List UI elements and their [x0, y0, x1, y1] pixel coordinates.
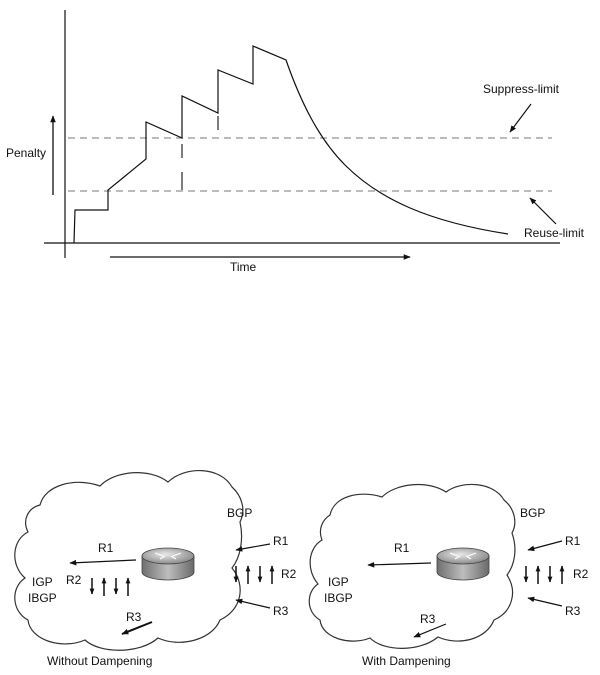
r2-inner-label: R2 — [66, 573, 82, 587]
r3-outer-arrow — [235, 598, 271, 609]
bgp-label: BGP — [520, 506, 545, 520]
r3-outer-label: R3 — [565, 604, 581, 618]
r1-outer-arrow — [527, 540, 563, 552]
r3-outer-arrow — [527, 596, 563, 607]
r2-outer-label: R2 — [281, 567, 297, 581]
without-dampening-diagram: BGP R1 R2 R3 R1 R2 IGP IBGP R3 Without D… — [14, 470, 297, 668]
ibgp-label: IBGP — [28, 591, 57, 605]
router-icon — [436, 547, 490, 581]
bgp-label: BGP — [227, 506, 252, 520]
network-cloud — [308, 483, 516, 649]
penalty-curve — [73, 45, 509, 244]
r1-inner-label: R1 — [98, 541, 114, 555]
r1-outer-label: R1 — [565, 534, 581, 548]
r3-inner-arrow — [413, 623, 447, 638]
igp-label: IGP — [328, 575, 349, 589]
r1-outer-label: R1 — [273, 534, 289, 548]
r3-inner-label: R3 — [126, 610, 142, 624]
r1-inner-arrow — [69, 559, 137, 566]
ibgp-label: IBGP — [324, 591, 353, 605]
r3-outer-label: R3 — [273, 604, 289, 618]
penalty-label: Penalty — [6, 146, 46, 160]
r1-inner-label: R1 — [394, 541, 410, 555]
router-icon — [141, 547, 195, 581]
penalty-diagram: Penalty Time Suppress-limit Reuse-limit — [6, 10, 585, 274]
suppress-limit-label: Suppress-limit — [483, 82, 560, 96]
reuse-limit-pointer — [529, 197, 557, 225]
time-label: Time — [230, 260, 257, 274]
with-dampening-diagram: BGP R1 R2 R3 R1 IGP IBGP R3 With Dampeni… — [308, 483, 589, 668]
suppress-limit-pointer — [509, 103, 532, 133]
r1-inner-arrow — [367, 562, 432, 568]
caption-with-dampening: With Dampening — [362, 654, 451, 668]
r3-inner-label: R3 — [420, 612, 436, 626]
reuse-limit-label: Reuse-limit — [524, 226, 585, 240]
r1-outer-arrow — [235, 543, 271, 552]
igp-label: IGP — [32, 575, 53, 589]
r3-inner-arrow — [121, 621, 153, 635]
r2-outer-label: R2 — [573, 567, 589, 581]
caption-without-dampening: Without Dampening — [47, 654, 152, 668]
